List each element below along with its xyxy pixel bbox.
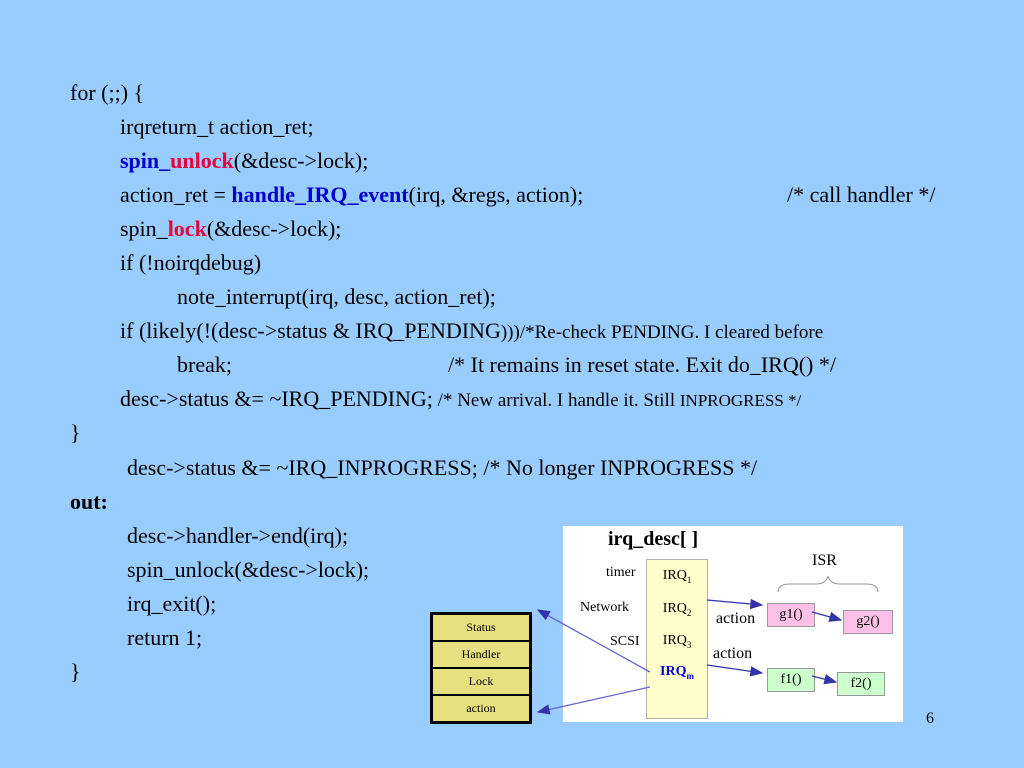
code-line-spin-lock: spin_lock(&desc->lock); — [120, 216, 341, 242]
code-line-close-brace: } — [70, 420, 81, 445]
handler-f2: f2() — [837, 672, 885, 696]
code-comment-reset: /* It remains in reset state. Exit do_IR… — [448, 352, 836, 377]
irq-entry-2: IRQ2 — [662, 601, 692, 618]
irq-entry-m: IRQm — [660, 664, 694, 681]
code-line-spin-unlock: spin_unlock(&desc->lock); — [120, 148, 368, 174]
code-args: (irq, &regs, action); — [408, 182, 584, 207]
code-condition: if (likely(!(desc->status & IRQ_PENDING — [120, 318, 501, 343]
code-line-handle-irq: action_ret = handle_IRQ_event(irq, &regs… — [120, 182, 583, 208]
code-line-final-brace: } — [70, 659, 81, 684]
code-line-handler-end: desc->handler->end(irq); — [127, 523, 349, 548]
action-label-2: action — [713, 645, 753, 662]
device-network: Network — [580, 600, 629, 615]
code-comment-new-arrival: /* New arrival. I handle it. Still — [432, 390, 680, 411]
code-parens: ))) — [500, 322, 520, 343]
struct-field-status: Status — [433, 615, 529, 640]
struct-field-action: action — [433, 696, 529, 721]
code-args: (&desc->lock); — [206, 216, 342, 241]
code-line-spin-unlock2: spin_unlock(&desc->lock); — [127, 557, 370, 582]
handler-g1: g1() — [767, 603, 815, 627]
code-line-if-noirqdebug: if (!noirqdebug) — [120, 250, 262, 275]
code-statement: desc->status &= ~IRQ_PENDING; — [120, 386, 433, 411]
handler-g2: g2() — [843, 610, 893, 634]
code-line-break: break; — [177, 352, 232, 377]
action-label-1: action — [716, 610, 756, 627]
code-line-for: for (;;) { — [70, 80, 145, 105]
device-scsi: SCSI — [610, 634, 640, 649]
code-line-note-interrupt: note_interrupt(irq, desc, action_ret); — [177, 284, 496, 309]
isr-label: ISR — [812, 552, 837, 569]
keyword-lock: lock — [167, 216, 207, 241]
code-comment-call-handler: /* call handler */ — [787, 182, 936, 207]
code-line-clear-pending: desc->status &= ~IRQ_PENDING; /* New arr… — [120, 386, 801, 414]
irq-desc-struct: Status Handler Lock action — [430, 612, 532, 724]
code-line-if-likely: if (likely(!(desc->status & IRQ_PENDING)… — [120, 318, 823, 346]
irq-desc-diagram: irq_desc[ ] ISR timer Network SCSI IRQ1 … — [563, 526, 903, 722]
code-line-clear-inprogress: desc->status &= ~IRQ_INPROGRESS; /* No l… — [127, 455, 758, 480]
device-timer: timer — [606, 565, 636, 580]
irq-desc-array: IRQ1 IRQ2 IRQ3 IRQm — [646, 559, 708, 719]
irq-entry-1: IRQ1 — [662, 568, 692, 585]
handler-f1: f1() — [767, 668, 815, 692]
struct-field-lock: Lock — [433, 669, 529, 694]
code-line-return: return 1; — [127, 625, 203, 650]
code-spin: spin_ — [120, 216, 168, 241]
code-comment-inprogress: INPROGRESS */ — [679, 391, 802, 410]
irq-entry-3: IRQ3 — [662, 633, 692, 650]
code-comment-recheck: /*Re-check PENDING. I cleared before — [519, 322, 824, 343]
code-line-irq-exit: irq_exit(); — [127, 591, 217, 616]
code-args: (&desc->lock); — [233, 148, 369, 173]
code-line-decl: irqreturn_t action_ret; — [120, 114, 314, 139]
keyword-spin: spin_ — [120, 148, 171, 173]
diagram-title: irq_desc[ ] — [608, 528, 699, 550]
keyword-handle-irq-event: handle_IRQ_event — [231, 182, 409, 207]
code-assign: action_ret = — [120, 182, 232, 207]
page-number: 6 — [926, 710, 934, 727]
struct-field-handler: Handler — [433, 642, 529, 667]
keyword-unlock: unlock — [170, 148, 234, 173]
code-label-out: out: — [70, 489, 108, 514]
